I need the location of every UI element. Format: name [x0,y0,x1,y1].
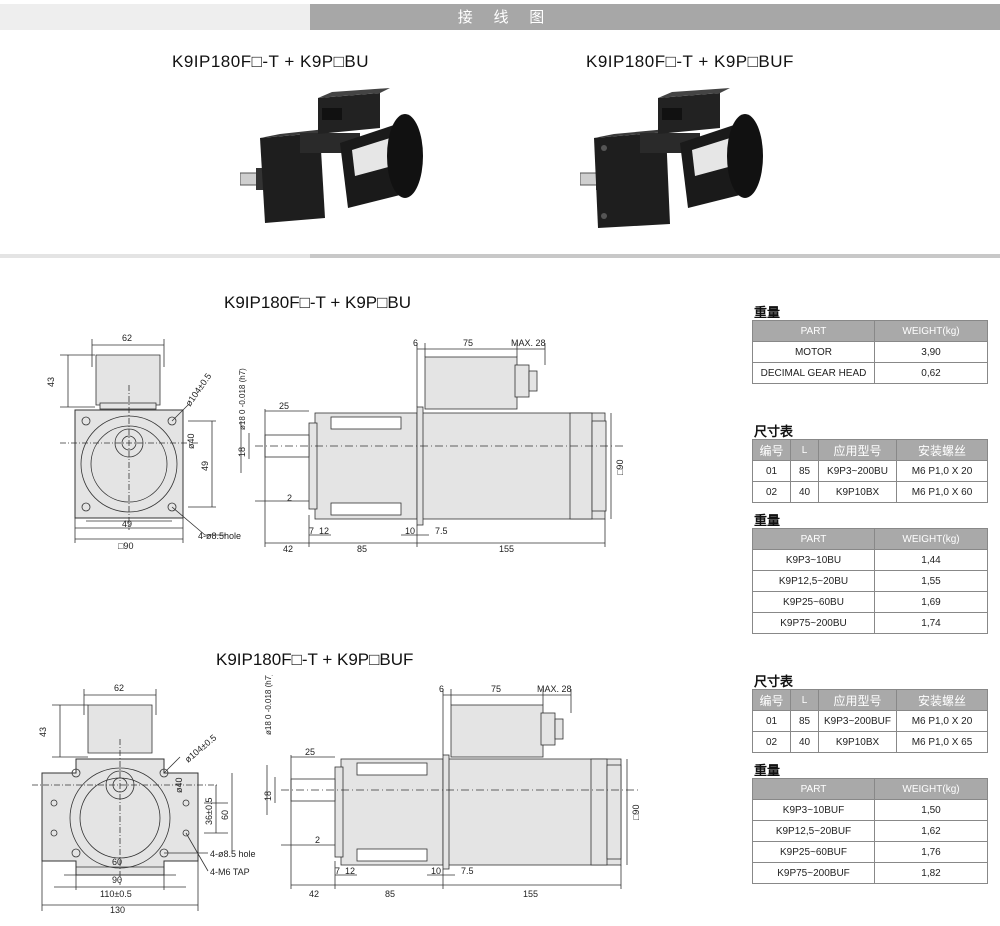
svg-text:MAX. 28: MAX. 28 [537,684,572,694]
drawing-title-bu: K9IP180F□-T + K9P□BU [224,293,411,312]
weight-label-1: 重量 [754,306,781,321]
svg-text:ø18 0 -0.018 (h7): ø18 0 -0.018 (h7) [264,675,273,735]
svg-text:4-ø8.5 hole: 4-ø8.5 hole [210,849,256,859]
svg-text:62: 62 [122,333,132,343]
svg-text:110±0.5: 110±0.5 [100,889,132,899]
front-view-drawing-buf: 62 43 ø104±0.5 36±0.5 60 ø40 60 90 110±0… [32,683,256,915]
svg-text:155: 155 [499,544,514,554]
svg-text:12: 12 [345,866,355,876]
svg-text:42: 42 [309,889,319,899]
svg-text:49: 49 [122,519,132,529]
svg-text:12: 12 [319,526,329,536]
header-left-panel [0,4,310,30]
svg-text:60: 60 [220,810,230,820]
svg-text:18: 18 [263,791,273,801]
svg-text:85: 85 [385,889,395,899]
svg-text:7: 7 [309,526,314,536]
weight-label-2: 重量 [754,514,781,529]
header-bar: 接 线 图 [0,4,1000,30]
weight-label-3: 重量 [754,764,781,779]
svg-text:42: 42 [283,544,293,554]
svg-text:10: 10 [405,526,415,536]
header-right-panel [310,4,1000,30]
svg-text:ø40: ø40 [186,433,196,449]
side-view-drawing-buf: 6 75 MAX. 28 25 ø18 0 -0.018 (h7) 18 2 7… [263,675,641,899]
svg-text:62: 62 [114,683,124,693]
product-title-buf: K9IP180F□-T + K9P□BUF [586,52,794,71]
svg-text:ø18 0 -0.018 (h7): ø18 0 -0.018 (h7) [238,368,247,430]
product-photo-bu [240,88,423,223]
header-title: 接 线 图 [457,8,553,26]
svg-text:155: 155 [523,889,538,899]
svg-text:18: 18 [237,447,247,457]
dimension-label-2: 尺寸表 [754,675,794,690]
svg-text:□90: □90 [615,460,625,475]
dimension-label-1: 尺寸表 [754,425,794,440]
svg-text:36±0.5: 36±0.5 [204,798,214,825]
svg-text:75: 75 [491,684,501,694]
side-view-drawing-bu: 6 75 MAX. 28 25 ø18 0 -0.018 (h7) 18 2 7… [237,338,625,554]
drawing-title-buf: K9IP180F□-T + K9P□BUF [216,650,414,669]
svg-text:MAX. 28: MAX. 28 [511,338,546,348]
svg-text:6: 6 [439,684,444,694]
svg-text:7.5: 7.5 [435,526,448,536]
svg-text:75: 75 [463,338,473,348]
svg-text:25: 25 [279,401,289,411]
svg-text:□90: □90 [118,541,133,551]
svg-text:ø104±0.5: ø104±0.5 [183,732,219,764]
svg-text:60: 60 [112,857,122,867]
svg-text:10: 10 [431,866,441,876]
svg-text:25: 25 [305,747,315,757]
svg-text:43: 43 [46,377,56,387]
svg-text:49: 49 [200,461,210,471]
svg-text:6: 6 [413,338,418,348]
svg-text:ø104±0.5: ø104±0.5 [183,371,213,408]
svg-text:2: 2 [315,835,320,845]
svg-text:7: 7 [335,866,340,876]
product-title-bu: K9IP180F□-T + K9P□BU [172,52,369,71]
section-separator [0,254,1000,258]
svg-text:4-M6 TAP: 4-M6 TAP [210,867,250,877]
svg-text:7.5: 7.5 [461,866,474,876]
svg-text:2: 2 [287,493,292,503]
svg-text:ø40: ø40 [174,777,184,793]
svg-text:90: 90 [112,875,122,885]
svg-text:□90: □90 [631,805,641,820]
front-view-drawing-bu: 62 43 ø104±0.5 49 ø40 49 □90 4-ø8.5hole [46,333,241,551]
svg-text:85: 85 [357,544,367,554]
svg-text:43: 43 [38,727,48,737]
product-photo-buf [580,88,763,228]
svg-text:4-ø8.5hole: 4-ø8.5hole [198,531,241,541]
svg-text:130: 130 [110,905,125,915]
